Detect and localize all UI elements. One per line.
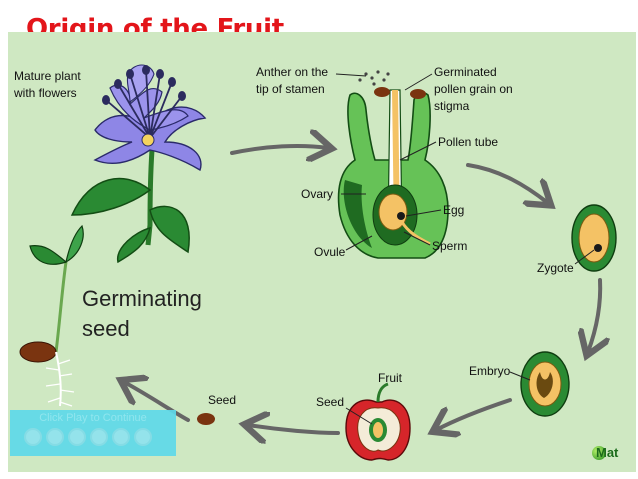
label-egg: Egg bbox=[443, 203, 464, 217]
seed-icon bbox=[197, 413, 215, 425]
label-anther-2: tip of stamen bbox=[256, 82, 325, 96]
fruit bbox=[345, 382, 411, 461]
label-seed-in-fruit: Seed bbox=[316, 395, 344, 409]
zygote bbox=[571, 204, 617, 272]
label-ovule: Ovule bbox=[314, 245, 346, 259]
label-anther-1: Anther on the bbox=[256, 65, 328, 79]
pistil-cross-section bbox=[337, 70, 449, 259]
playback-controls bbox=[24, 428, 152, 446]
leaf-icon bbox=[65, 224, 84, 264]
label-fruit: Fruit bbox=[378, 371, 403, 385]
label-germinated-2: pollen grain on bbox=[434, 82, 513, 96]
germinating-seed bbox=[19, 224, 84, 407]
label-sperm: Sperm bbox=[432, 239, 467, 253]
arrow-right-icon bbox=[230, 146, 328, 153]
play-overlay-text: Click Play to Continue bbox=[39, 412, 147, 424]
arrow-down-left-icon bbox=[436, 398, 512, 430]
arrow-left-icon bbox=[248, 425, 340, 433]
label-pollen-tube: Pollen tube bbox=[438, 135, 498, 149]
arrow-up-left-icon bbox=[124, 382, 190, 422]
playback-button[interactable] bbox=[112, 428, 130, 446]
leaf-icon bbox=[29, 245, 68, 265]
label-zygote: Zygote bbox=[537, 261, 574, 275]
play-overlay[interactable]: Click Play to Continue bbox=[10, 410, 176, 456]
label-germinating-2: seed bbox=[82, 316, 130, 341]
corner-watermark-text: Mat bbox=[596, 445, 619, 460]
arrow-down-right-icon bbox=[466, 163, 548, 203]
label-germinating-1: Germinating bbox=[82, 286, 202, 311]
arrow-down-icon bbox=[588, 278, 600, 352]
playback-button[interactable] bbox=[68, 428, 86, 446]
flower-icon bbox=[93, 64, 207, 172]
mature-plant bbox=[70, 64, 207, 264]
label-mature-plant-2: with flowers bbox=[13, 86, 77, 100]
leaf-icon bbox=[70, 177, 152, 216]
cycle-arrows bbox=[124, 146, 600, 433]
label-seed: Seed bbox=[208, 393, 236, 407]
playback-button[interactable] bbox=[46, 428, 64, 446]
label-germinated-1: Germinated bbox=[434, 65, 497, 79]
playback-button[interactable] bbox=[24, 428, 42, 446]
leaf-icon bbox=[149, 205, 190, 254]
label-germinated-3: stigma bbox=[434, 99, 470, 113]
label-embryo: Embryo bbox=[469, 364, 511, 378]
label-ovary: Ovary bbox=[301, 187, 333, 201]
label-mature-plant-1: Mature plant bbox=[14, 69, 81, 83]
playback-button[interactable] bbox=[134, 428, 152, 446]
globe-icon bbox=[592, 446, 606, 460]
embryo bbox=[520, 351, 570, 417]
playback-button[interactable] bbox=[90, 428, 108, 446]
